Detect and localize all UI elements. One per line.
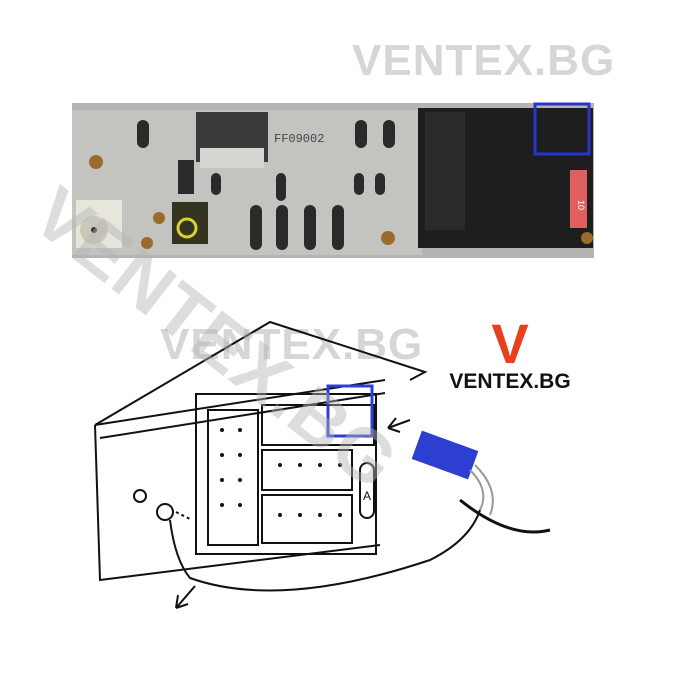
connector-highlight [326, 384, 374, 438]
radio-back-photo [72, 102, 594, 258]
fuse-label: 10 [576, 200, 586, 210]
logo-text: VENTEX.BG [449, 370, 571, 393]
highlight-box [533, 102, 591, 156]
ventex-logo: V VENTEX.BG [440, 312, 580, 394]
logo-mark: V [491, 312, 529, 375]
connector-label: A [363, 489, 371, 503]
watermark-top: VENTEX.BG [352, 36, 616, 85]
model-label: FF09002 [274, 132, 324, 146]
radio-line-drawing [94, 320, 551, 609]
iso-connector-plug [411, 430, 494, 516]
